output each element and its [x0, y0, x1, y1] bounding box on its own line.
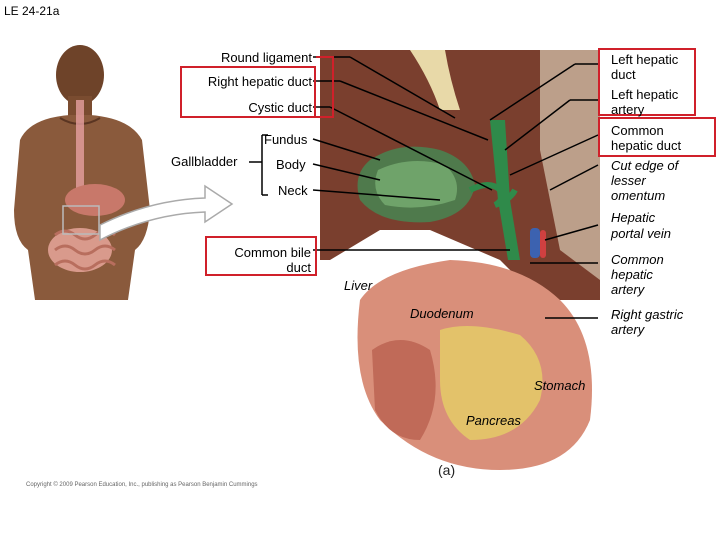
label-hepatic-portal-vein-line1: Hepatic — [611, 210, 656, 225]
highlight-box-common-hepatic-duct — [598, 117, 716, 157]
label-right-hepatic-duct: Right hepatic duct — [207, 74, 312, 89]
figure-id: LE 24-21a — [4, 4, 60, 18]
label-stomach: Stomach — [534, 378, 586, 393]
label-pancreas: Pancreas — [466, 413, 521, 428]
label-common-bile-duct-line1: Common bile — [234, 245, 311, 260]
human-torso-illustration — [14, 45, 150, 300]
label-common-hepatic-artery-line1: Common — [611, 252, 664, 267]
label-liver: Liver — [344, 278, 373, 293]
label-round-ligament: Round ligament — [220, 50, 312, 65]
label-right-gastric-artery-line2: artery — [611, 322, 645, 337]
label-common-hepatic-artery-line2: hepatic — [611, 267, 653, 282]
label-cut-edge-line3: omentum — [611, 188, 666, 203]
label-fundus: Fundus — [264, 132, 308, 147]
highlight-box-left-bracket — [180, 66, 316, 118]
label-cystic-duct: Cystic duct — [248, 100, 312, 115]
label-right-gastric-artery-line1: Right gastric — [611, 307, 684, 322]
label-left-hepatic-artery-line1: Left hepatic — [611, 87, 679, 102]
label-common-bile-duct-line2: duct — [286, 260, 311, 275]
liver-gallbladder-detail — [320, 50, 600, 470]
label-hepatic-portal-vein-line2: portal vein — [611, 226, 671, 241]
label-common-hepatic-duct-line2: hepatic duct — [611, 138, 682, 153]
label-common-hepatic-duct-line1: Common — [611, 123, 664, 138]
label-common-hepatic-artery-line3: artery — [611, 282, 645, 297]
leader-lines — [249, 56, 599, 319]
label-duodenum: Duodenum — [410, 306, 474, 321]
highlight-box-left-hepatic-duct — [598, 48, 696, 116]
panel-label: (a) — [438, 462, 456, 478]
label-left-hepatic-duct-line2: duct — [611, 67, 636, 82]
label-left-hepatic-artery-line2: artery — [611, 102, 645, 117]
label-cut-edge-line2: lesser — [611, 173, 646, 188]
label-cut-edge-line1: Cut edge of — [611, 158, 679, 173]
label-body: Body — [276, 157, 306, 172]
zoom-arrow — [99, 184, 234, 242]
label-gallbladder: Gallbladder — [171, 154, 238, 169]
highlight-box-left-ducts — [316, 56, 334, 118]
label-left-hepatic-duct-line1: Left hepatic — [611, 52, 679, 67]
label-neck: Neck — [278, 183, 308, 198]
highlight-box-common-bile-duct — [205, 236, 317, 276]
copyright-notice: Copyright © 2009 Pearson Education, Inc.… — [26, 482, 258, 488]
